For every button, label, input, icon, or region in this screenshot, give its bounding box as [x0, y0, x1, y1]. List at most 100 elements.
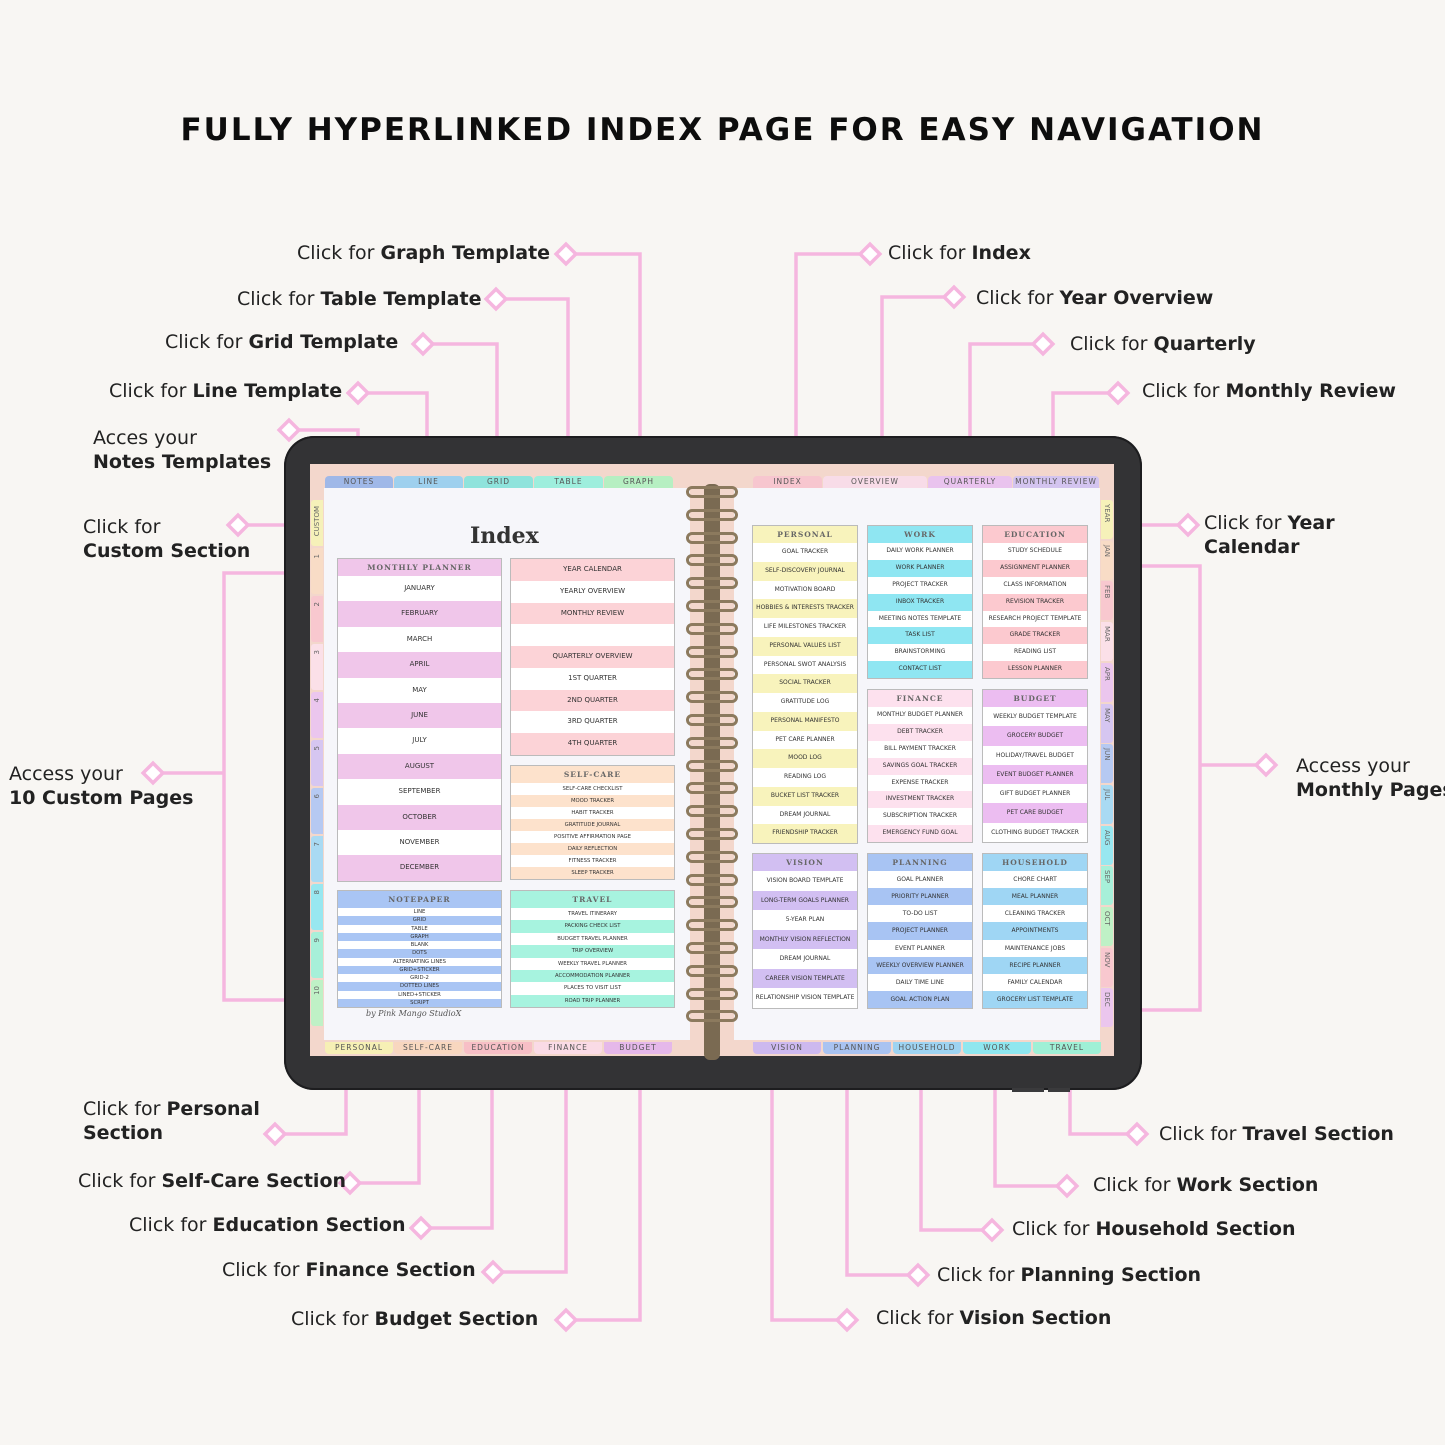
right-tab-aug[interactable]: AUG: [1101, 825, 1113, 865]
callout-household-section[interactable]: Click for Household Section: [1012, 1218, 1296, 1240]
index-link-item[interactable]: GRID: [338, 916, 501, 925]
right-tab-jun[interactable]: JUN: [1101, 744, 1113, 784]
index-link-item[interactable]: GROCERY BUDGET: [983, 726, 1087, 746]
index-link-item[interactable]: DAILY WORK PLANNER: [868, 543, 972, 560]
callout-vision-section[interactable]: Click for Vision Section: [876, 1307, 1112, 1329]
callout-selfcare-section[interactable]: Click for Self-Care Section: [78, 1170, 347, 1192]
bottom-tab-household[interactable]: HOUSEHOLD: [893, 1042, 961, 1054]
index-link-item[interactable]: APPOINTMENTS: [983, 922, 1087, 940]
index-link-item[interactable]: HABIT TRACKER: [511, 807, 674, 819]
bottom-tab-travel[interactable]: TRAVEL: [1033, 1042, 1101, 1054]
index-link-item[interactable]: MAINTENANCE JOBS: [983, 939, 1087, 957]
index-link-item[interactable]: NOVEMBER: [338, 830, 501, 856]
index-link-item[interactable]: MOOD TRACKER: [511, 795, 674, 807]
index-link-item[interactable]: SUBSCRIPTION TRACKER: [868, 808, 972, 826]
index-link-item[interactable]: MOOD LOG: [753, 749, 857, 768]
index-link-item[interactable]: SELF-CARE CHECKLIST: [511, 783, 674, 795]
callout-education-section[interactable]: Click for Education Section: [129, 1214, 406, 1236]
top-tab-monthly-review[interactable]: MONTHLY REVIEW: [1013, 476, 1099, 488]
callout-year-overview[interactable]: Click for Year Overview: [976, 287, 1214, 309]
bottom-tab-self-care[interactable]: SELF-CARE: [394, 1042, 462, 1054]
index-link-item[interactable]: LIFE MILESTONES TRACKER: [753, 618, 857, 637]
index-link-item[interactable]: MONTHLY BUDGET PLANNER: [868, 707, 972, 724]
index-link-item[interactable]: INBOX TRACKER: [868, 593, 972, 611]
index-link-item[interactable]: QUARTERLY OVERVIEW: [511, 646, 674, 668]
index-link-item[interactable]: PERSONAL MANIFESTO: [753, 711, 857, 731]
index-link-item[interactable]: GOAL PLANNER: [868, 871, 972, 889]
index-link-item[interactable]: CLOTHING BUDGET TRACKER: [983, 822, 1087, 842]
index-link-item[interactable]: INVESTMENT TRACKER: [868, 791, 972, 809]
top-tab-notes[interactable]: NOTES: [325, 476, 393, 488]
top-tab-line[interactable]: LINE: [394, 476, 463, 488]
index-link-item[interactable]: 4TH QUARTER: [511, 733, 674, 755]
callout-table-template[interactable]: Click for Table Template: [237, 288, 482, 310]
index-link-item[interactable]: SEPTEMBER: [338, 779, 501, 805]
index-link-item[interactable]: GRATITUDE JOURNAL: [511, 819, 674, 831]
index-link-item[interactable]: FITNESS TRACKER: [511, 855, 674, 867]
left-tab-10[interactable]: 10: [311, 980, 323, 1026]
index-link-item[interactable]: PERSONAL VALUES LIST: [753, 636, 857, 656]
index-link-item[interactable]: MARCH: [338, 626, 501, 653]
index-link-item[interactable]: LESSON PLANNER: [983, 661, 1087, 678]
index-link-item[interactable]: WEEKLY OVERVIEW PLANNER: [868, 956, 972, 974]
index-link-item[interactable]: GOAL TRACKER: [753, 543, 857, 562]
index-link-item[interactable]: PROJECT PLANNER: [868, 922, 972, 940]
index-link-item[interactable]: CAREER VISION TEMPLATE: [753, 968, 857, 989]
left-tab-2[interactable]: 2: [311, 596, 323, 642]
index-link-item[interactable]: DREAM JOURNAL: [753, 949, 857, 969]
callout-graph-template[interactable]: Click for Graph Template: [297, 242, 551, 264]
left-tab-custom[interactable]: CUSTOM: [311, 500, 323, 546]
index-link-item[interactable]: REVISION TRACKER: [983, 593, 1087, 611]
index-link-item[interactable]: YEARLY OVERVIEW: [511, 580, 674, 603]
index-link-item[interactable]: PACKING CHECK LIST: [511, 920, 674, 933]
callout-grid-template[interactable]: Click for Grid Template: [165, 331, 399, 353]
left-tab-3[interactable]: 3: [311, 644, 323, 690]
callout-quarterly[interactable]: Click for Quarterly: [1070, 333, 1256, 355]
index-link-item[interactable]: BUDGET TRAVEL PLANNER: [511, 932, 674, 946]
index-link-item[interactable]: TRIP OVERVIEW: [511, 945, 674, 958]
index-link-item[interactable]: BRAINSTORMING: [868, 644, 972, 662]
index-link-item[interactable]: SLEEP TRACKER: [511, 867, 674, 879]
index-link-item[interactable]: SCRIPT: [338, 998, 501, 1007]
index-link-item[interactable]: STUDY SCHEDULE: [983, 543, 1087, 560]
index-link-item[interactable]: RESEARCH PROJECT TEMPLATE: [983, 610, 1087, 628]
index-link-item[interactable]: TABLE: [338, 924, 501, 933]
index-link-item[interactable]: RELATIONSHIP VISION TEMPLATE: [753, 988, 857, 1008]
index-link-item[interactable]: MONTHLY REVIEW: [511, 602, 674, 625]
right-tab-apr[interactable]: APR: [1101, 662, 1113, 702]
left-tab-1[interactable]: 1: [311, 548, 323, 594]
bottom-tab-work[interactable]: WORK: [963, 1042, 1031, 1054]
index-link-item[interactable]: CLASS INFORMATION: [983, 576, 1087, 594]
index-link-item[interactable]: CLEANING TRACKER: [983, 905, 1087, 923]
index-link-item[interactable]: BUCKET LIST TRACKER: [753, 786, 857, 806]
index-link-item[interactable]: LONG-TERM GOALS PLANNER: [753, 890, 857, 911]
index-link-item[interactable]: CONTACT LIST: [868, 661, 972, 678]
top-tab-table[interactable]: TABLE: [534, 476, 603, 488]
index-link-item[interactable]: PET CARE PLANNER: [753, 730, 857, 750]
index-link-item[interactable]: READING LIST: [983, 644, 1087, 662]
index-link-item[interactable]: WEEKLY TRAVEL PLANNER: [511, 957, 674, 970]
index-link-item[interactable]: MOTIVATION BOARD: [753, 580, 857, 600]
top-tab-overview[interactable]: OVERVIEW: [823, 476, 927, 488]
callout-index[interactable]: Click for Index: [888, 242, 1031, 264]
callout-finance-section[interactable]: Click for Finance Section: [222, 1259, 476, 1281]
left-tab-7[interactable]: 7: [311, 836, 323, 882]
index-link-item[interactable]: GROCERY LIST TEMPLATE: [983, 990, 1087, 1008]
index-link-item[interactable]: 2ND QUARTER: [511, 689, 674, 712]
top-tab-quarterly[interactable]: QUARTERLY: [928, 476, 1012, 488]
top-tab-grid[interactable]: GRID: [464, 476, 533, 488]
bottom-tab-planning[interactable]: PLANNING: [823, 1042, 891, 1054]
index-link-item[interactable]: MONTHLY VISION REFLECTION: [753, 929, 857, 950]
right-tab-oct[interactable]: OCT: [1101, 907, 1113, 946]
index-link-item[interactable]: GRAPH: [338, 932, 501, 941]
index-link-item[interactable]: LINED+STICKER: [338, 990, 501, 999]
left-tab-8[interactable]: 8: [311, 884, 323, 930]
index-link-item[interactable]: FEBRUARY: [338, 601, 501, 627]
index-link-item[interactable]: GRATITUDE LOG: [753, 693, 857, 712]
index-link-item[interactable]: LINE: [338, 908, 501, 917]
index-link-item[interactable]: TRAVEL ITINERARY: [511, 908, 674, 921]
index-link-item[interactable]: WORK PLANNER: [868, 559, 972, 577]
